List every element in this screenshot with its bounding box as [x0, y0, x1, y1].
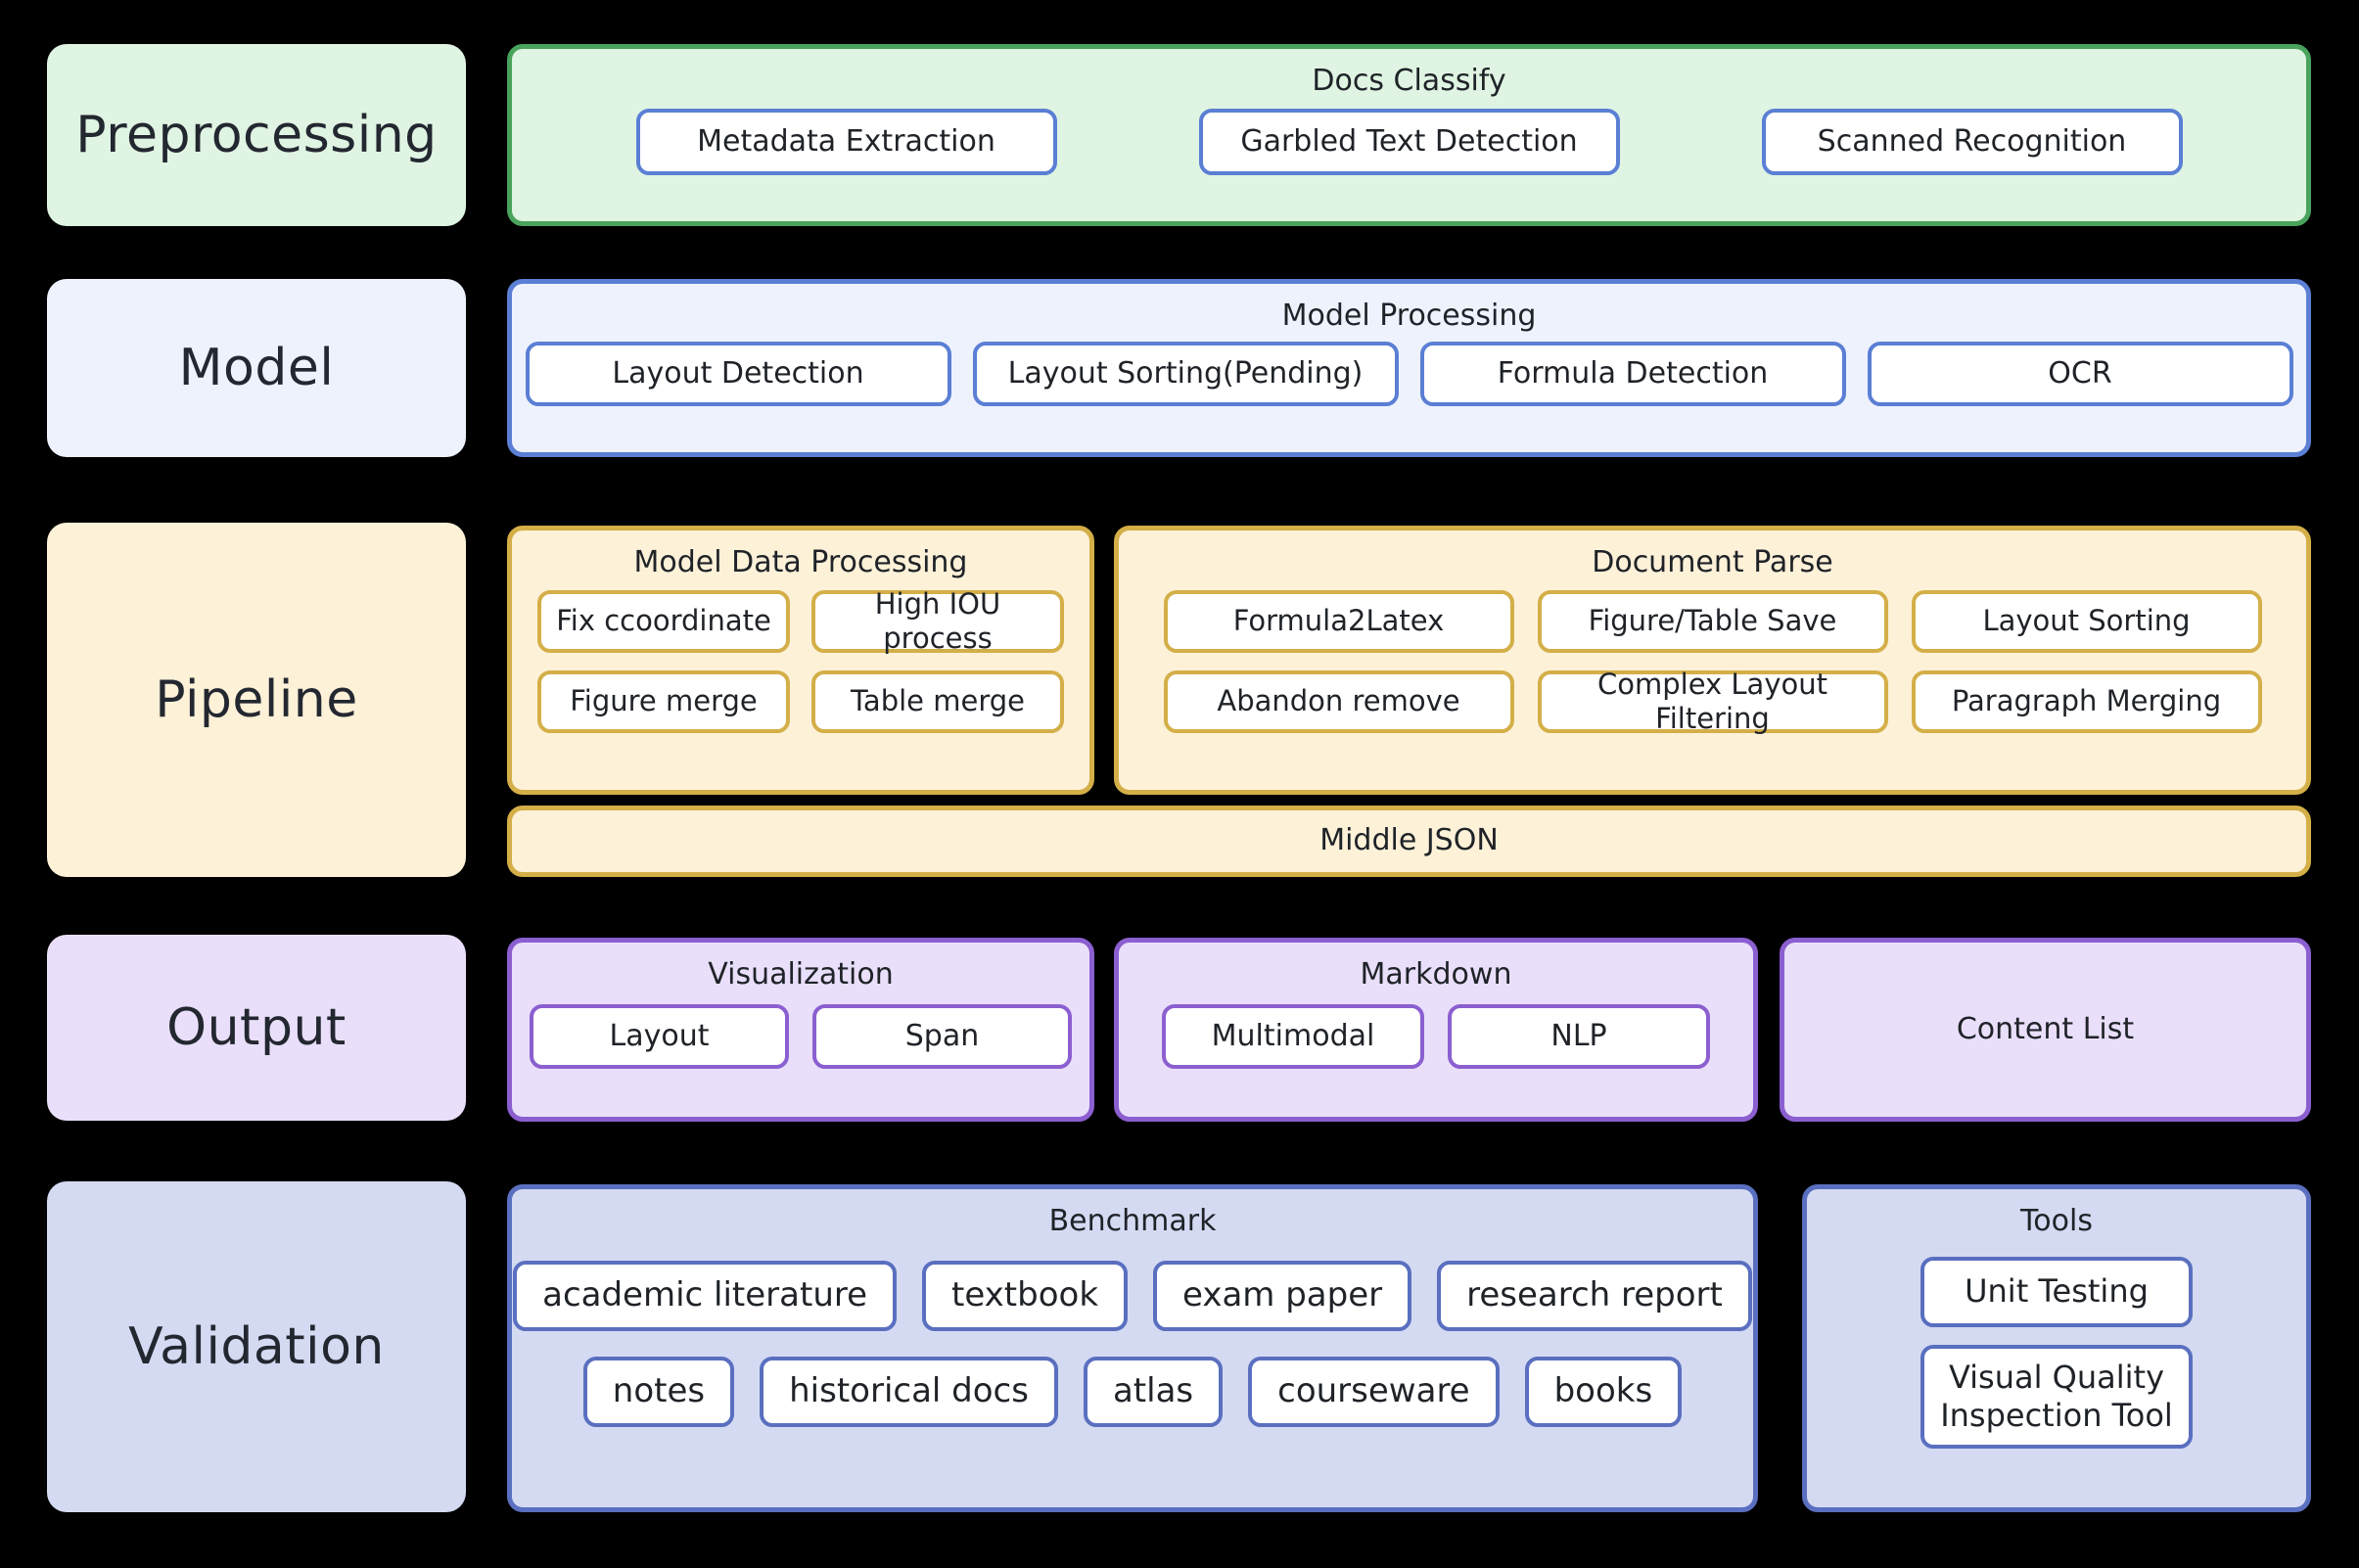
group-title-markdown: Markdown: [1360, 957, 1512, 992]
group-content-list: Content List: [1780, 938, 2311, 1122]
group-model-processing: Model Processing Layout Detection Layout…: [507, 279, 2311, 457]
chip-high-iou-process[interactable]: High IOU process: [811, 587, 1064, 655]
chip-layout-sorting-pending[interactable]: Layout Sorting(Pending): [972, 341, 1399, 406]
group-middle-json: Middle JSON: [507, 806, 2311, 877]
chip-layout-sorting[interactable]: Layout Sorting: [1911, 589, 2262, 653]
group-title-model-processing: Model Processing: [1281, 299, 1537, 333]
stage-label-model-text: Model: [178, 339, 335, 397]
chip-unit-testing[interactable]: Unit Testing: [1920, 1256, 2193, 1327]
group-model-data-processing: Model Data Processing Fix ccoordinate Hi…: [507, 526, 1094, 795]
chip-books[interactable]: books: [1524, 1356, 1683, 1427]
chip-atlas[interactable]: atlas: [1083, 1356, 1224, 1427]
chip-row: Formula2Latex Figure/Table Save Layout S…: [1119, 589, 2306, 653]
chip-row: Layout Detection Layout Sorting(Pending)…: [512, 341, 2306, 406]
stage-label-pipeline-text: Pipeline: [155, 670, 358, 729]
chip-academic-literature[interactable]: academic literature: [513, 1260, 898, 1331]
chip-fix-ccoordinate[interactable]: Fix ccoordinate: [537, 589, 790, 653]
chip-abandon-remove[interactable]: Abandon remove: [1163, 669, 1514, 733]
group-title-content-list: Content List: [1956, 1011, 2135, 1046]
stage-label-output-text: Output: [166, 998, 347, 1057]
group-title-docs-classify: Docs Classify: [1312, 64, 1506, 98]
chip-formula2latex[interactable]: Formula2Latex: [1163, 589, 1514, 653]
group-visualization: Visualization Layout Span: [507, 938, 1094, 1122]
chip-multimodal[interactable]: Multimodal: [1162, 1003, 1424, 1069]
chip-row: Metadata Extraction Garbled Text Detecti…: [512, 108, 2306, 175]
chip-formula-detection[interactable]: Formula Detection: [1419, 341, 1846, 406]
group-title-model-data-processing: Model Data Processing: [633, 545, 968, 579]
group-docs-classify: Docs Classify Metadata Extraction Garble…: [507, 44, 2311, 226]
chip-layout-detection[interactable]: Layout Detection: [525, 341, 951, 406]
stage-label-output: Output: [47, 935, 466, 1121]
chip-row: Unit Testing: [1807, 1256, 2306, 1327]
group-title-visualization: Visualization: [708, 957, 894, 992]
chip-exam-paper[interactable]: exam paper: [1153, 1260, 1412, 1331]
chip-nlp[interactable]: NLP: [1448, 1003, 1710, 1069]
chip-historical-docs[interactable]: historical docs: [760, 1356, 1058, 1427]
chip-row: notes historical docs atlas courseware b…: [512, 1356, 1753, 1427]
chip-visual-quality-inspection-tool[interactable]: Visual Quality Inspection Tool: [1920, 1344, 2193, 1449]
chip-row: Figure merge Table merge: [512, 669, 1089, 733]
chip-metadata-extraction[interactable]: Metadata Extraction: [635, 108, 1057, 175]
group-benchmark: Benchmark academic literature textbook e…: [507, 1184, 1758, 1512]
chip-row: Fix ccoordinate High IOU process: [512, 587, 1089, 655]
chip-table-merge[interactable]: Table merge: [811, 669, 1064, 733]
chip-row: Layout Span: [512, 1003, 1089, 1069]
stage-label-preprocessing: Preprocessing: [47, 44, 466, 226]
chip-scanned-recognition[interactable]: Scanned Recognition: [1761, 108, 2183, 175]
chip-row: Visual Quality Inspection Tool: [1807, 1344, 2306, 1449]
chip-row: Abandon remove Complex Layout Filtering …: [1119, 668, 2306, 735]
chip-notes[interactable]: notes: [582, 1356, 735, 1427]
chip-complex-layout-filtering[interactable]: Complex Layout Filtering: [1537, 668, 1888, 735]
group-title-middle-json: Middle JSON: [1319, 823, 1499, 858]
group-title-tools: Tools: [2020, 1204, 2093, 1238]
group-tools: Tools Unit Testing Visual Quality Inspec…: [1802, 1184, 2311, 1512]
chip-figure-merge[interactable]: Figure merge: [537, 669, 790, 733]
group-document-parse: Document Parse Formula2Latex Figure/Tabl…: [1114, 526, 2311, 795]
chip-row: academic literature textbook exam paper …: [512, 1260, 1753, 1331]
chip-row: Multimodal NLP: [1119, 1003, 1753, 1069]
stage-label-preprocessing-text: Preprocessing: [75, 106, 438, 164]
stage-label-validation: Validation: [47, 1181, 466, 1512]
group-title-document-parse: Document Parse: [1592, 545, 1833, 579]
chip-layout[interactable]: Layout: [530, 1003, 789, 1069]
chip-research-report[interactable]: research report: [1437, 1260, 1752, 1331]
chip-courseware[interactable]: courseware: [1248, 1356, 1500, 1427]
stage-label-pipeline: Pipeline: [47, 523, 466, 877]
chip-paragraph-merging[interactable]: Paragraph Merging: [1911, 669, 2262, 733]
chip-textbook[interactable]: textbook: [922, 1260, 1129, 1331]
stage-label-model: Model: [47, 279, 466, 457]
chip-garbled-text-detection[interactable]: Garbled Text Detection: [1198, 108, 1620, 175]
chip-figure-table-save[interactable]: Figure/Table Save: [1537, 589, 1888, 653]
group-markdown: Markdown Multimodal NLP: [1114, 938, 1758, 1122]
chip-ocr[interactable]: OCR: [1867, 341, 2293, 406]
chip-span[interactable]: Span: [812, 1003, 1072, 1069]
group-title-benchmark: Benchmark: [1048, 1204, 1217, 1238]
stage-label-validation-text: Validation: [128, 1317, 385, 1376]
